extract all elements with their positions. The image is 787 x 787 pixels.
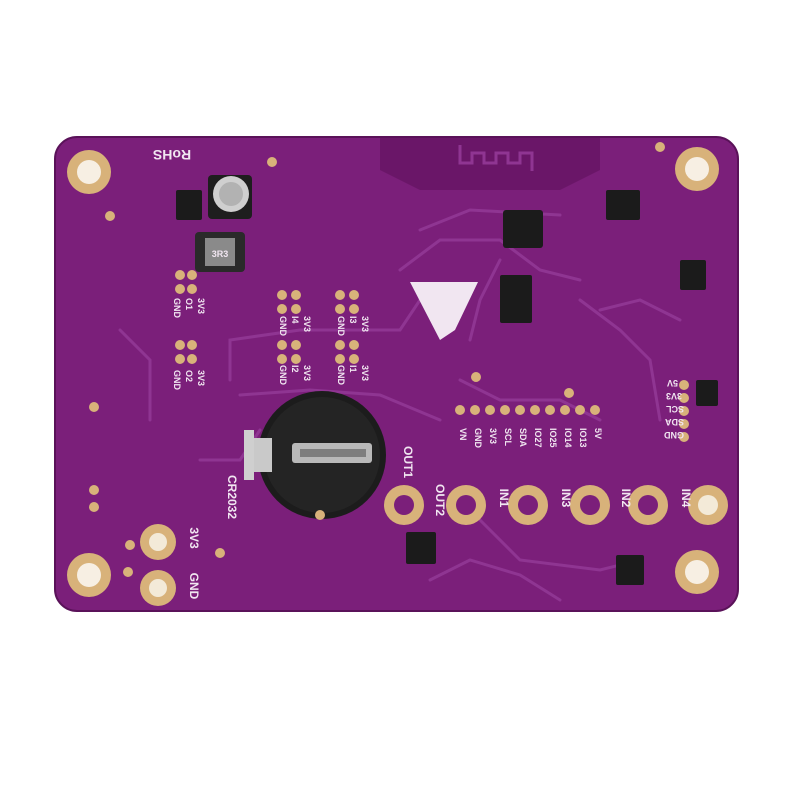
power-label-gnd: GND (187, 573, 201, 600)
svg-text:O2: O2 (184, 370, 194, 382)
svg-text:GND: GND (473, 428, 483, 449)
svg-text:SDA: SDA (518, 428, 528, 448)
right-header-labels: 5V 3V3 SCL SDA GND (664, 378, 685, 440)
left-header-labels: 3V3 O1 GND 3V3 O2 GND (172, 298, 206, 391)
terminal-pads (384, 485, 728, 525)
svg-text:GND: GND (278, 365, 288, 386)
mid-header-labels: VN GND 3V3 SCL SDA IO27 IO25 IO14 IO13 5… (458, 428, 603, 449)
svg-text:3V3: 3V3 (488, 428, 498, 444)
svg-text:SCL: SCL (503, 428, 513, 447)
svg-text:5V: 5V (667, 378, 678, 388)
svg-text:3V3: 3V3 (196, 298, 206, 314)
electrolytic-capacitor (208, 175, 252, 219)
svg-text:3V3: 3V3 (196, 370, 206, 386)
svg-text:3V3: 3V3 (302, 316, 312, 332)
svg-text:GND: GND (172, 370, 182, 391)
svg-text:GND: GND (336, 316, 346, 337)
terminal-label-out2: OUT2 (433, 484, 447, 516)
power-label-3v3: 3V3 (187, 527, 201, 549)
terminal-label-in2: IN2 (619, 489, 633, 508)
svg-text:I2: I2 (290, 365, 300, 373)
svg-text:3V3: 3V3 (302, 365, 312, 381)
svg-text:IO25: IO25 (548, 428, 558, 448)
terminal-label-in1: IN1 (497, 489, 511, 508)
logo-mark (410, 282, 478, 340)
svg-text:IO14: IO14 (563, 428, 573, 448)
svg-text:GND: GND (664, 430, 685, 440)
svg-text:I3: I3 (348, 316, 358, 324)
svg-text:IO13: IO13 (578, 428, 588, 448)
svg-text:I1: I1 (348, 365, 358, 373)
svg-text:3V3: 3V3 (666, 391, 682, 401)
inductor: 3R3 (195, 232, 245, 272)
smd-pads (89, 142, 689, 577)
svg-text:IO27: IO27 (533, 428, 543, 448)
terminal-label-out1: OUT1 (401, 446, 415, 478)
svg-text:3V3: 3V3 (360, 316, 370, 332)
battery-label: CR2032 (225, 475, 239, 519)
inductor-mark: 3R3 (212, 249, 229, 259)
svg-text:GND: GND (172, 298, 182, 319)
center-header-labels: 3V3 I4 GND 3V3 I2 GND 3V3 I3 GND 3V3 I1 … (278, 316, 370, 386)
mounting-holes (67, 147, 719, 597)
ic-chips (176, 190, 718, 585)
coin-cell-holder (244, 391, 386, 519)
svg-text:GND: GND (278, 316, 288, 337)
svg-text:O1: O1 (184, 298, 194, 310)
svg-text:5V: 5V (593, 428, 603, 439)
terminal-label-in3: IN3 (559, 489, 573, 508)
svg-text:SCL: SCL (665, 404, 684, 414)
terminal-label-in4: IN4 (679, 489, 693, 508)
svg-text:SDA: SDA (664, 417, 684, 427)
rohs-label: RoHS (153, 147, 191, 163)
svg-text:VN: VN (458, 428, 468, 441)
svg-text:3V3: 3V3 (360, 365, 370, 381)
svg-text:GND: GND (336, 365, 346, 386)
svg-text:I4: I4 (290, 316, 300, 324)
power-pads (140, 524, 176, 606)
